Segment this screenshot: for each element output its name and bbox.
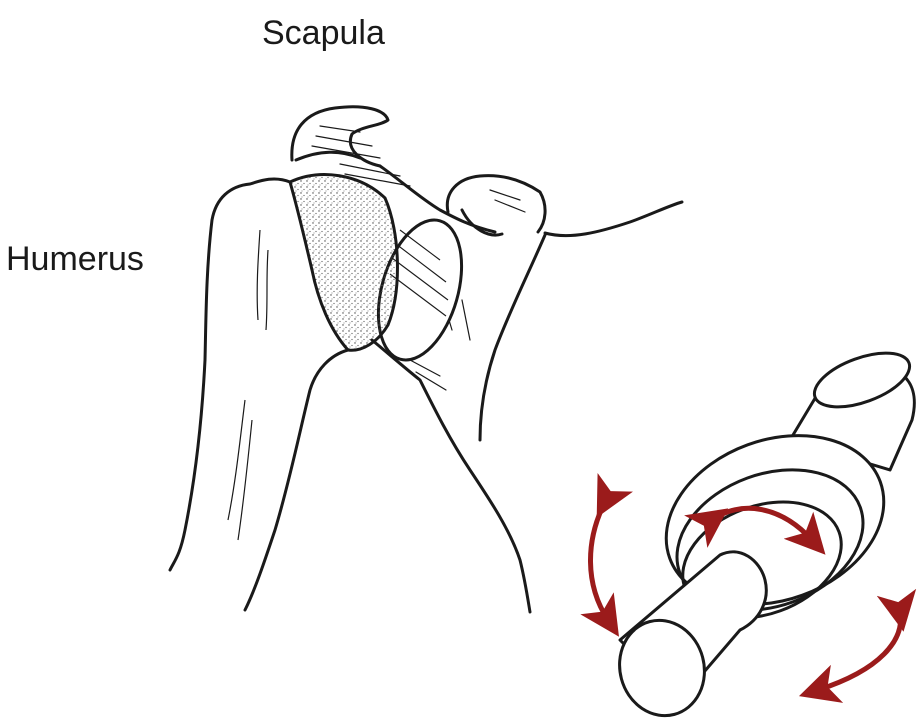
scapula-label: Scapula (262, 16, 385, 50)
humerus-drawing (170, 175, 397, 610)
humerus-label: Humerus (6, 242, 144, 276)
